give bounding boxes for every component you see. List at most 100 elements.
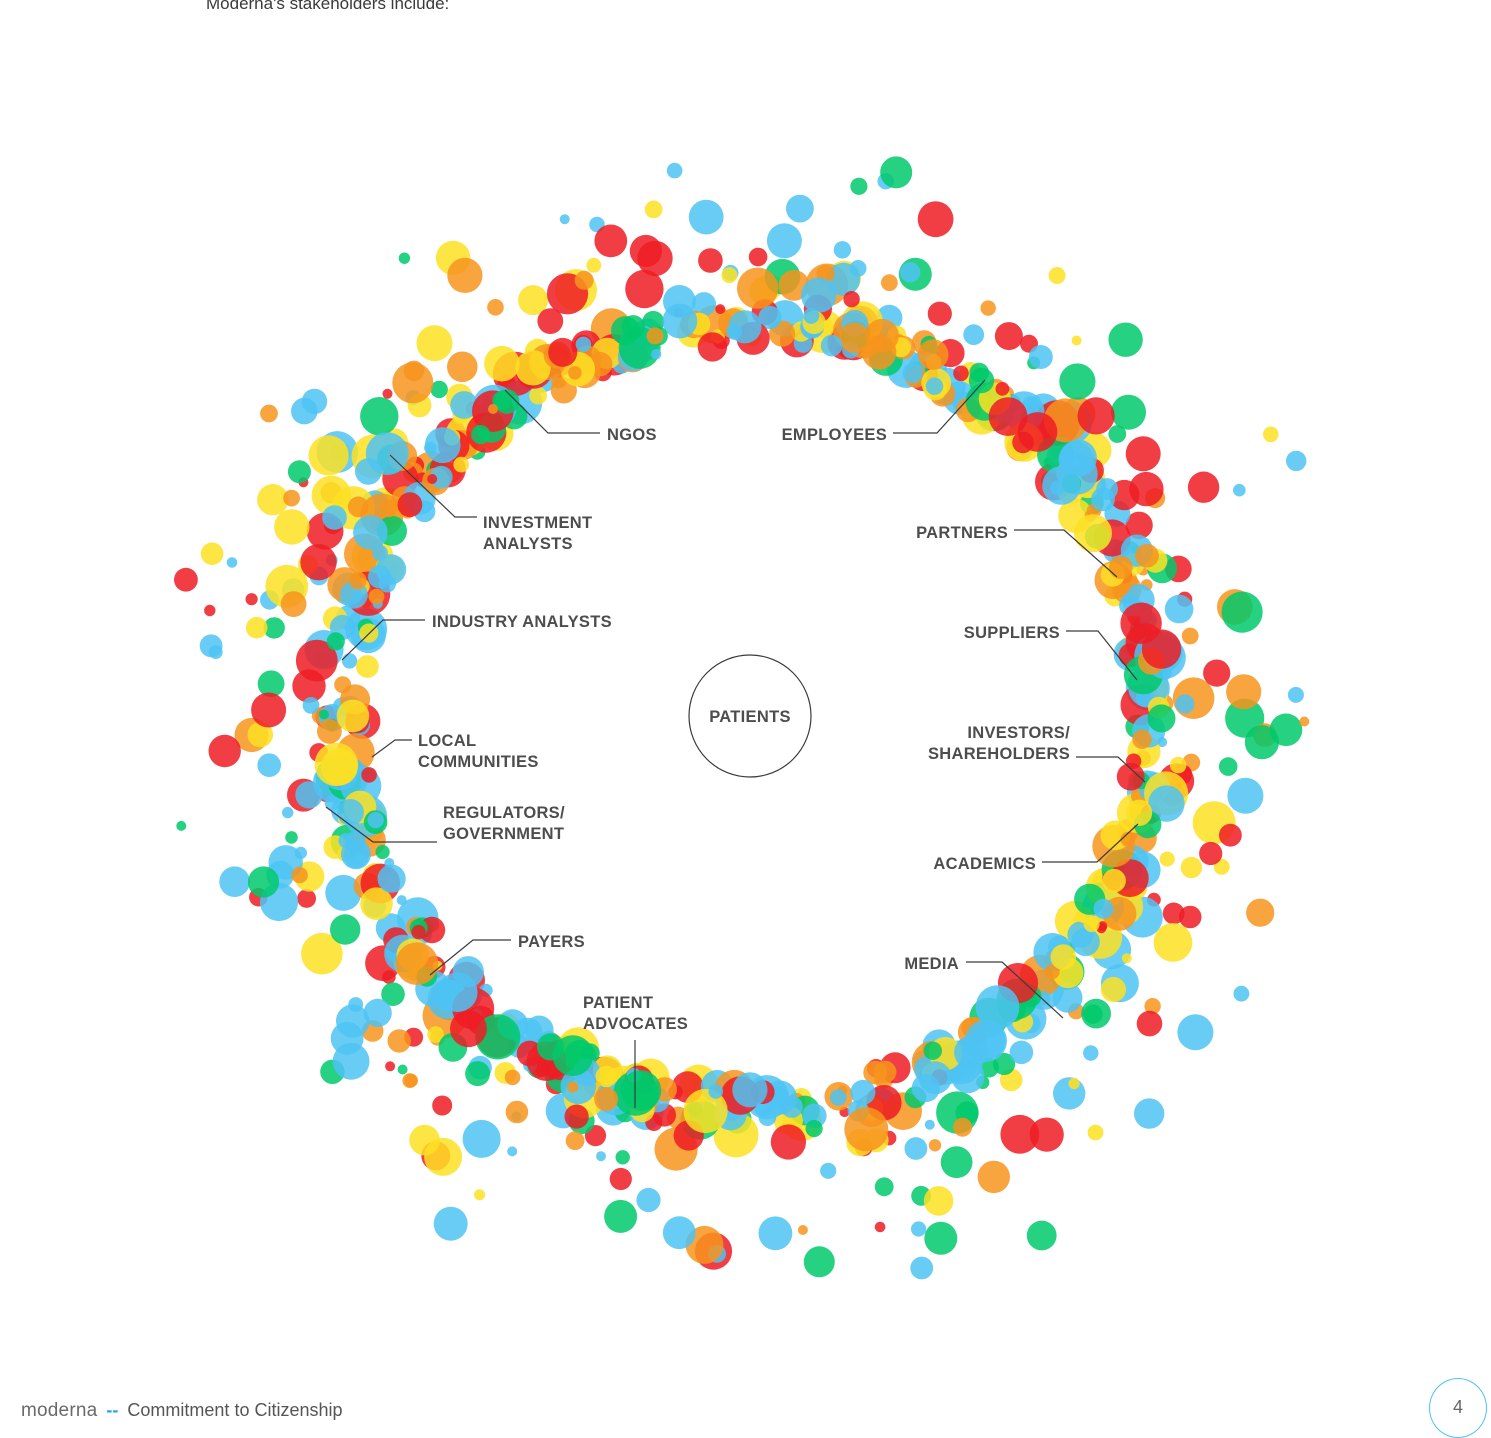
confetti-dot: [488, 404, 498, 414]
confetti-dot: [204, 604, 216, 617]
confetti-dot: [697, 332, 728, 362]
confetti-dot: [349, 571, 367, 590]
confetti-dot: [381, 982, 405, 1006]
confetti-dot: [1081, 998, 1111, 1029]
confetti-dot: [953, 365, 969, 382]
confetti-dot: [367, 811, 384, 829]
confetti-dot: [1125, 799, 1153, 826]
confetti-dot: [398, 252, 411, 264]
confetti-dot: [1026, 1220, 1057, 1251]
confetti-dot: [1135, 543, 1159, 568]
confetti-dot: [1147, 704, 1176, 733]
confetti-dot: [1097, 921, 1108, 932]
confetti-dot: [200, 542, 224, 565]
payers-leader-line: [429, 939, 511, 976]
confetti-dot: [615, 1150, 630, 1165]
confetti-dot: [662, 303, 698, 339]
confetti-dot: [604, 1199, 638, 1233]
confetti-dot: [447, 257, 483, 293]
confetti-dot: [758, 305, 782, 330]
confetti-dot: [1141, 629, 1182, 669]
confetti-dot: [826, 262, 861, 296]
industry-analysts-label-line: INDUSTRY ANALYSTS: [432, 613, 612, 631]
academics-leader-line: [1042, 823, 1139, 863]
investors-shareholders-label: INVESTORS/SHAREHOLDERS: [928, 724, 1070, 763]
confetti-dot: [1050, 944, 1077, 970]
confetti-dot: [382, 970, 396, 984]
confetti-dot: [620, 1070, 662, 1111]
confetti-dot: [337, 799, 364, 826]
confetti-dot: [1287, 686, 1304, 703]
confetti-dot: [1246, 898, 1275, 927]
media-label-line: MEDIA: [904, 955, 959, 973]
regulators-government-label: REGULATORS/GOVERNMENT: [443, 804, 565, 843]
confetti-dot: [1108, 322, 1143, 357]
confetti-dot: [295, 781, 323, 809]
confetti-dot: [1175, 694, 1195, 714]
confetti-dot: [646, 327, 664, 345]
confetti-dot: [820, 334, 843, 357]
confetti-dot: [924, 1119, 935, 1130]
confetti-dot: [1181, 627, 1199, 645]
confetti-dot: [462, 1119, 501, 1158]
confetti-dot: [917, 201, 954, 238]
confetti-dot: [910, 1256, 934, 1280]
confetti-dot: [1042, 466, 1081, 505]
confetti-dot: [330, 914, 361, 945]
confetti-dot: [257, 484, 289, 516]
confetti-dot: [874, 1221, 886, 1233]
confetti-dot: [1091, 487, 1115, 512]
confetti-dot: [1068, 1077, 1080, 1090]
confetti-dot: [397, 492, 423, 518]
confetti-dot: [247, 866, 280, 898]
confetti-dot: [692, 292, 716, 317]
confetti-dot: [1074, 514, 1112, 553]
confetti-dot: [453, 456, 470, 473]
confetti-dot: [1169, 756, 1187, 774]
confetti-dot: [1244, 725, 1279, 760]
confetti-dot: [363, 998, 392, 1027]
confetti-dot: [940, 1146, 973, 1179]
confetti-dot: [1178, 905, 1202, 929]
confetti-dot: [802, 1103, 827, 1129]
page-number: 4: [1429, 1378, 1487, 1438]
confetti-dot: [609, 1167, 632, 1191]
confetti-dot: [1109, 555, 1133, 580]
brand-wordmark: moderna: [21, 1400, 98, 1421]
confetti-dot: [786, 194, 814, 223]
confetti-dot: [474, 1189, 486, 1201]
confetti-dot: [1180, 856, 1203, 879]
confetti-dot: [432, 1095, 453, 1116]
confetti-dot: [1218, 757, 1238, 776]
confetti-dot: [361, 767, 377, 783]
confetti-dot: [924, 1221, 958, 1255]
confetti-dot: [1100, 976, 1126, 1003]
confetti-dot: [536, 1033, 565, 1061]
confetti-dot: [387, 1029, 411, 1053]
confetti-dot: [1199, 841, 1223, 866]
center-node: PATIENTS: [688, 654, 812, 778]
confetti-dot: [392, 362, 434, 404]
confetti-dot: [1083, 916, 1100, 933]
confetti-dot: [199, 634, 223, 658]
media-label: MEDIA: [904, 955, 959, 973]
confetti-dot: [881, 274, 898, 292]
confetti-dot: [251, 692, 287, 728]
academics-label: ACADEMICS: [933, 855, 1036, 873]
confetti-dot: [1177, 1014, 1214, 1051]
confetti-dot: [263, 617, 285, 639]
confetti-dot: [283, 489, 300, 507]
confetti-dot: [326, 632, 345, 651]
partners-leader-line: [1014, 529, 1118, 578]
confetti-dot: [295, 639, 338, 682]
confetti-dot: [437, 972, 478, 1012]
partners-label-line: PARTNERS: [916, 524, 1008, 542]
confetti-dot: [917, 339, 949, 370]
suppliers-label-line: SUPPLIERS: [964, 624, 1060, 642]
confetti-dot: [280, 591, 307, 617]
employees-label-line: EMPLOYEES: [782, 426, 887, 444]
confetti-dot: [537, 308, 564, 334]
confetti-dot: [219, 866, 250, 897]
confetti-dot: [1144, 998, 1161, 1015]
